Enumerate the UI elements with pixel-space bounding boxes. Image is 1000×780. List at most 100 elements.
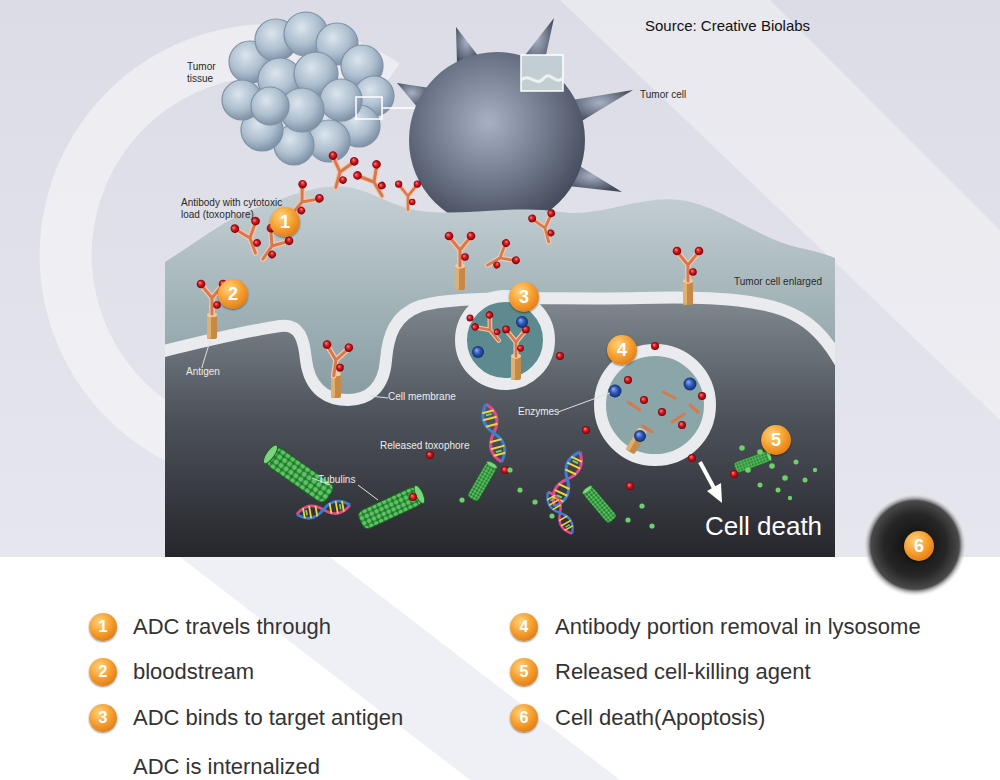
debris-dot xyxy=(813,468,817,472)
debris-dot xyxy=(532,499,537,504)
toxophore xyxy=(651,342,659,350)
released-toxophore xyxy=(409,315,738,502)
part-label: Cell membrane xyxy=(388,391,456,403)
part-label: Tumor cell enlarged xyxy=(734,276,822,288)
toxophore xyxy=(658,408,666,416)
callout-number: 6 xyxy=(904,531,934,561)
callout-number: 4 xyxy=(607,335,637,365)
antigen xyxy=(626,427,648,455)
dna-helix xyxy=(543,489,577,536)
debris-dot xyxy=(739,445,745,451)
watermark-band xyxy=(180,557,620,780)
death-arrow-head xyxy=(707,483,722,503)
part-label: Tumor tissue xyxy=(187,61,229,84)
enzyme xyxy=(516,316,528,328)
broken-tubulin xyxy=(733,450,772,473)
part-label: Enzymes xyxy=(518,406,559,418)
toxophore xyxy=(624,376,632,384)
endosome xyxy=(461,296,549,384)
zoom-membrane xyxy=(521,76,563,82)
adc xyxy=(352,159,396,204)
callout-number: 2 xyxy=(89,658,117,686)
callout-number: 3 xyxy=(509,282,539,312)
callout-number: 5 xyxy=(510,658,538,686)
debris-dot xyxy=(625,517,630,522)
broken-tubulin xyxy=(581,484,617,524)
enzyme xyxy=(472,346,484,358)
toxophore xyxy=(698,392,706,400)
callout-number: 1 xyxy=(89,613,117,641)
toxophore xyxy=(688,454,696,462)
adc xyxy=(229,216,269,259)
debris-dot xyxy=(769,463,775,469)
adc xyxy=(197,280,228,314)
tissue-cell xyxy=(251,87,289,125)
part-label: Antigen xyxy=(186,366,220,378)
callout-number: 2 xyxy=(218,279,248,309)
death-arrow xyxy=(700,462,715,490)
debris-dot xyxy=(517,487,522,492)
step-text: Released cell-killing agent xyxy=(555,658,811,686)
step-text: bloodstream xyxy=(133,658,254,686)
part-label: Antibody with cytotoxic load (toxophore) xyxy=(181,197,303,220)
zoom-box xyxy=(521,55,563,91)
leader-line xyxy=(558,393,610,412)
enzyme xyxy=(634,430,646,442)
adc xyxy=(321,150,359,191)
adc xyxy=(280,178,325,224)
antibody-fragment xyxy=(628,392,698,432)
step-text: Antibody portion removal in lysosome xyxy=(555,613,921,641)
leader-line xyxy=(370,396,388,398)
part-label: Tubulins xyxy=(318,474,355,486)
adc xyxy=(250,222,295,268)
toxophore xyxy=(467,315,474,322)
debris-dot xyxy=(782,475,788,481)
toxophore xyxy=(730,470,738,478)
debris-dot xyxy=(649,523,654,528)
step-text: Cell death(Apoptosis) xyxy=(555,704,765,732)
dna-helix xyxy=(479,402,508,464)
toxophore xyxy=(582,426,590,434)
debris-dot xyxy=(639,503,644,508)
toxophore xyxy=(409,493,417,501)
tubulin-debris xyxy=(459,445,817,528)
debris-dot xyxy=(776,488,781,493)
adc xyxy=(445,232,476,266)
toxophore xyxy=(640,396,648,404)
stage-label: Cell death xyxy=(705,511,822,541)
dna-helix xyxy=(296,499,351,521)
toxophore xyxy=(626,482,634,490)
step-text: ADC travels through xyxy=(133,613,331,641)
callout-number: 1 xyxy=(270,207,300,237)
dead-cell xyxy=(863,493,967,597)
source-credit: Source: Creative Biolabs xyxy=(645,17,810,34)
broken-tubulin xyxy=(467,460,498,502)
callout-number: 3 xyxy=(89,704,117,732)
debris-dot xyxy=(549,513,554,518)
debris-dot xyxy=(757,449,763,455)
zoom-box xyxy=(356,97,382,119)
debris-dot xyxy=(459,497,464,502)
tubulin xyxy=(356,484,426,531)
debris-dot xyxy=(507,467,512,472)
step-text: ADC is internalized xyxy=(133,753,320,780)
debris-dot xyxy=(758,483,763,488)
adc xyxy=(502,326,530,357)
adc xyxy=(395,180,421,209)
lysosome xyxy=(600,350,710,460)
enzyme xyxy=(609,385,622,398)
tumor-cell xyxy=(397,18,633,228)
adc xyxy=(470,310,509,349)
part-label: Tumor cell xyxy=(640,89,686,101)
debris-dot xyxy=(794,460,799,465)
cell-body xyxy=(409,52,585,228)
tubulin xyxy=(261,443,336,505)
part-label: Released toxophore xyxy=(380,440,470,452)
callout-number: 5 xyxy=(761,425,791,455)
leader-line xyxy=(202,341,210,367)
debris-dot xyxy=(745,467,751,473)
enzyme xyxy=(684,378,697,391)
adc xyxy=(319,340,354,378)
adc xyxy=(481,238,522,277)
